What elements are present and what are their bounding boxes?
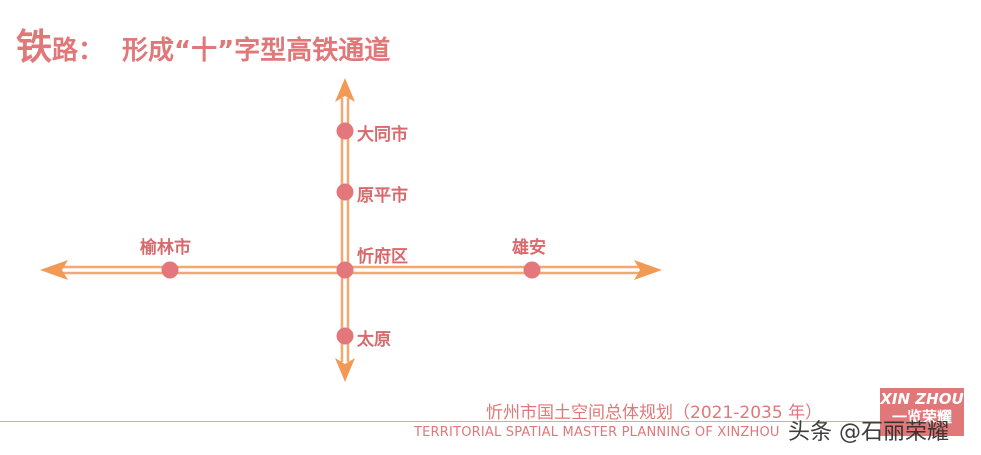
node-datong [336, 122, 354, 140]
title-subtitle: 形成“十”字型高铁通道 [122, 36, 391, 66]
title-char: 铁 [16, 27, 53, 68]
plan-title-en: TERRITORIAL SPATIAL MASTER PLANNING OF X… [414, 425, 780, 440]
footer-divider [0, 421, 880, 422]
arrow-right-icon [634, 260, 662, 280]
xinzhou-badge-logo: XIN ZHOU 一览荣耀 [880, 388, 964, 436]
node-taiyuan [336, 327, 354, 345]
arrow-up-icon [335, 78, 355, 102]
node-yuanping [336, 183, 354, 201]
page-title: 铁路： 形成“十”字型高铁通道 [16, 18, 390, 70]
title-rest: 路： [52, 36, 105, 66]
badge-line2: 一览荣耀 [891, 408, 952, 426]
arrow-left-icon [40, 260, 68, 280]
watermark: 头条 @石丽荣耀 [788, 420, 949, 445]
label-taiyuan: 太原 [357, 330, 391, 350]
node-xinfu [336, 261, 354, 279]
label-xiongan: 雄安 [512, 238, 546, 258]
vertical-rail-line [340, 98, 350, 362]
label-xinfu: 忻府区 [357, 247, 408, 267]
badge-line1: XIN ZHOU [880, 390, 964, 408]
node-xiongan [523, 261, 541, 279]
label-yulin: 榆林市 [140, 238, 191, 258]
node-yulin [161, 261, 179, 279]
label-yuanping: 原平市 [357, 186, 408, 206]
plan-title-cn: 忻州市国土空间总体规划（2021-2035 年） [486, 403, 823, 423]
arrow-down-icon [335, 358, 355, 382]
label-datong: 大同市 [357, 125, 408, 145]
